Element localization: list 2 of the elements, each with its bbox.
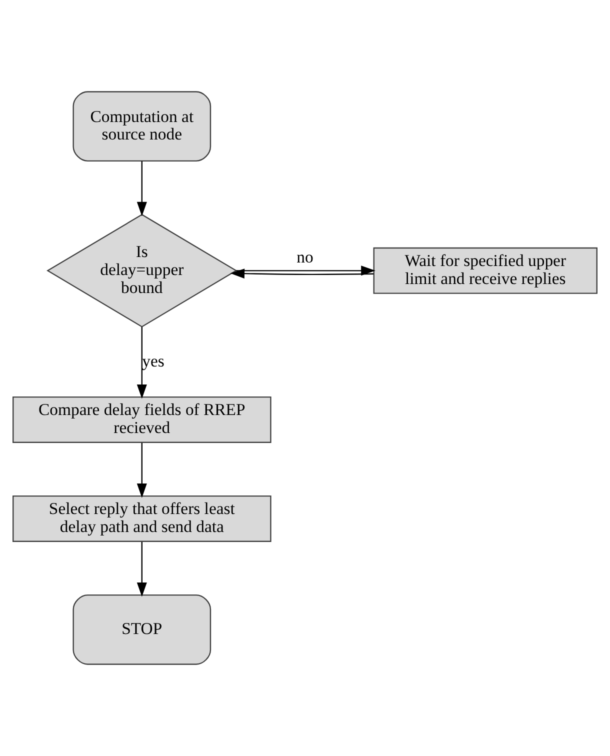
edge-label: yes [142, 351, 164, 370]
edge-label: no [296, 248, 314, 267]
